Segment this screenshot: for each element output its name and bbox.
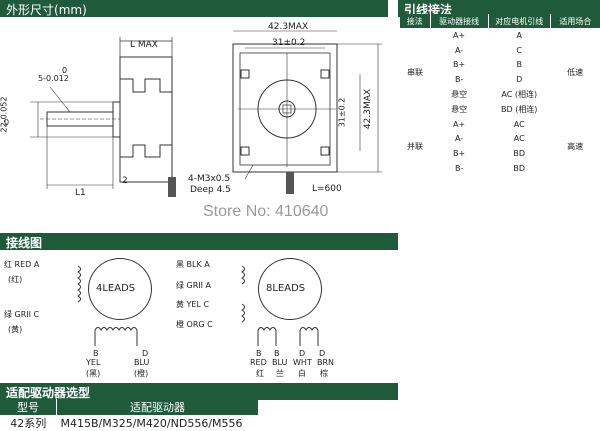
eight-left-1: 黑 BLK A: [176, 260, 210, 269]
shaft-label-top: 0: [62, 66, 68, 75]
connection-drawing: [77, 265, 319, 346]
table-row: B+B: [453, 60, 522, 70]
eight-bottom-letter: B: [256, 349, 262, 358]
table-row: B-BD: [454, 164, 526, 174]
eight-bottom-color: BRN: [317, 358, 335, 367]
table-row: 并联 A+ AC 高速: [407, 119, 584, 151]
connection-title: 接线图: [6, 236, 43, 250]
eight-bottom-letter: D: [319, 349, 326, 358]
eight-leads-label: 8LEADS: [266, 283, 306, 294]
four-bottom-b-cn: (黑): [86, 369, 101, 378]
four-left-top: 红 RED A: [4, 260, 40, 269]
hole-spacing-v-label: 31±0.2: [337, 97, 347, 128]
four-left-bot-cn: (黄): [8, 325, 23, 334]
motor-side-body: [119, 56, 173, 183]
four-bottom-d-letter: D: [142, 349, 149, 358]
depth-label: Deep 4.5: [190, 185, 231, 195]
flange-dia-label: 22-0.052: [0, 96, 9, 133]
eight-leads-circle: [258, 258, 322, 320]
four-left-top-cn: (红): [8, 275, 23, 284]
eight-bottom-letter: B: [274, 349, 280, 358]
eight-left-2: 绿 GRII A: [176, 281, 212, 290]
connection-title-bar: 接线图: [0, 233, 398, 250]
shaft-dia-label: 5-0.012: [38, 74, 69, 83]
four-bottom-b-letter: B: [93, 349, 99, 358]
four-bottom-d-color: BLU: [134, 358, 150, 367]
lead-length-label: L=600: [312, 184, 342, 194]
eight-bottom-cn: 兰: [276, 369, 284, 378]
table-row: B+BD: [453, 149, 526, 159]
eight-bottom-color: BLU: [272, 358, 288, 367]
driver-table-header: 型号 适配驱动器: [0, 399, 258, 415]
width-max-label: 42.3MAX: [268, 22, 309, 32]
eight-left-3: 黄 YEL C: [176, 300, 210, 309]
eight-bottom-cn: 白: [298, 369, 306, 378]
table-row: 串联 A+ A 低速: [407, 30, 584, 77]
l1-label: L1: [75, 188, 86, 198]
dimension-drawing: [30, 30, 382, 197]
motor-flange: [112, 101, 121, 138]
height-max-label: 42.3MAX: [363, 88, 374, 130]
flange-label-top: 0: [4, 118, 10, 127]
eight-bottom-color: RED: [250, 358, 267, 367]
wiring-title: 引线接法: [404, 3, 453, 17]
table-row: 42系列 M415B/M325/M420/ND556/M556: [10, 416, 243, 431]
hole-spacing-label: 31±0.2: [272, 38, 306, 48]
four-leads-label: 4LEADS: [96, 283, 136, 294]
dimension-title-bar: 外形尺寸(mm): [0, 0, 388, 17]
screw-label: 4-M3x0.5: [188, 174, 231, 184]
eight-bottom-letter: D: [299, 349, 306, 358]
store-watermark: Store No: 410640: [203, 203, 329, 220]
eight-left-4: 橙 ORG C: [176, 320, 213, 329]
eight-bottom-cn: 红: [256, 369, 264, 378]
table-row: A-C: [455, 45, 523, 55]
eight-bottom-color: WHT: [293, 358, 312, 367]
four-bottom-d-cn: (橙): [134, 369, 149, 378]
four-leads-circle: [88, 258, 152, 320]
four-left-bot: 绿 GRII C: [4, 310, 40, 319]
wiring-table-header: 接法 驱动器接线 对应电机引线 适用场合: [400, 14, 600, 28]
four-bottom-b-color: YEL: [86, 358, 101, 367]
driver-title-bar: 适配驱动器选型: [0, 383, 398, 400]
table-row: B-D: [454, 75, 523, 85]
table-row: A-AC: [455, 134, 525, 144]
length-label: L MAX: [130, 40, 158, 50]
wiring-table: 接法 驱动器接线 对应电机引线 适用场合 串联 A+ A 低速 A-C B+B …: [400, 14, 600, 176]
dim-2-label: 2: [122, 176, 128, 186]
dimension-title: 外形尺寸(mm): [6, 3, 87, 17]
motor-side-profile: [120, 78, 172, 158]
driver-title: 适配驱动器选型: [6, 386, 91, 400]
driver-table: 型号 适配驱动器 42系列 M415B/M325/M420/ND556/M556: [0, 399, 258, 431]
wiring-title-bar: 引线接法: [398, 0, 600, 17]
eight-bottom-cn: 棕: [320, 369, 328, 378]
motor-front-outline: [232, 43, 338, 173]
